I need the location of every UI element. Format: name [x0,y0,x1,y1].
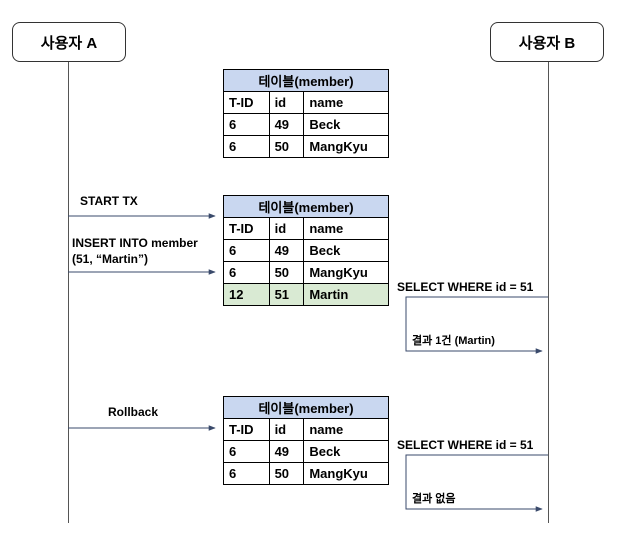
table-cell: MangKyu [303,135,389,158]
select-result-label-2: 결과 없음 [412,493,456,505]
table-title: 테이블(member) [223,69,389,92]
column-header: name [303,91,389,114]
table-cell: MangKyu [303,462,389,485]
select-query-label-1: SELECT WHERE id = 51 [397,280,534,294]
table-row: 6 49 Beck [223,113,389,136]
insert-label-line1: INSERT INTO member [72,236,198,250]
table-header-row: T-ID id name [223,217,389,240]
rollback-label: Rollback [108,405,159,419]
select-query-label-2: SELECT WHERE id = 51 [397,438,534,452]
table-cell: 50 [268,261,305,284]
table-cell: 50 [268,462,305,485]
column-header: T-ID [223,91,270,114]
actor-a-lifeline [68,62,69,523]
table-row: 6 50 MangKyu [223,261,389,284]
table-header-row: T-ID id name [223,418,389,441]
table-cell: Beck [303,113,389,136]
table-cell: 51 [268,283,305,306]
actor-b-lifeline [548,62,549,523]
table-cell: 49 [268,113,305,136]
column-header: name [303,418,389,441]
start-tx-label: START TX [80,194,138,208]
member-table-after-insert: 테이블(member) T-ID id name 6 49 Beck 6 50 … [223,195,389,306]
actor-b-label: 사용자 B [518,34,576,52]
select-result-label-1: 결과 1건 (Martin) [412,335,495,347]
actor-a-label: 사용자 A [40,34,98,52]
select-arrow-1 [405,296,548,354]
actor-a-box: 사용자 A [12,22,126,62]
table-cell: 12 [223,283,270,306]
table-row-uncommitted: 12 51 Martin [223,283,389,306]
member-table-after-rollback: 테이블(member) T-ID id name 6 49 Beck 6 50 … [223,396,389,485]
table-cell: Martin [303,283,389,306]
table-title: 테이블(member) [223,396,389,419]
member-table-initial: 테이블(member) T-ID id name 6 49 Beck 6 50 … [223,69,389,158]
insert-label-line2: (51, “Martin”) [72,252,149,266]
column-header: T-ID [223,418,270,441]
table-title: 테이블(member) [223,195,389,218]
table-row: 6 50 MangKyu [223,135,389,158]
table-cell: Beck [303,440,389,463]
actor-b-box: 사용자 B [490,22,604,62]
select-arrow-2 [405,454,548,512]
table-cell: 49 [268,239,305,262]
table-row: 6 50 MangKyu [223,462,389,485]
